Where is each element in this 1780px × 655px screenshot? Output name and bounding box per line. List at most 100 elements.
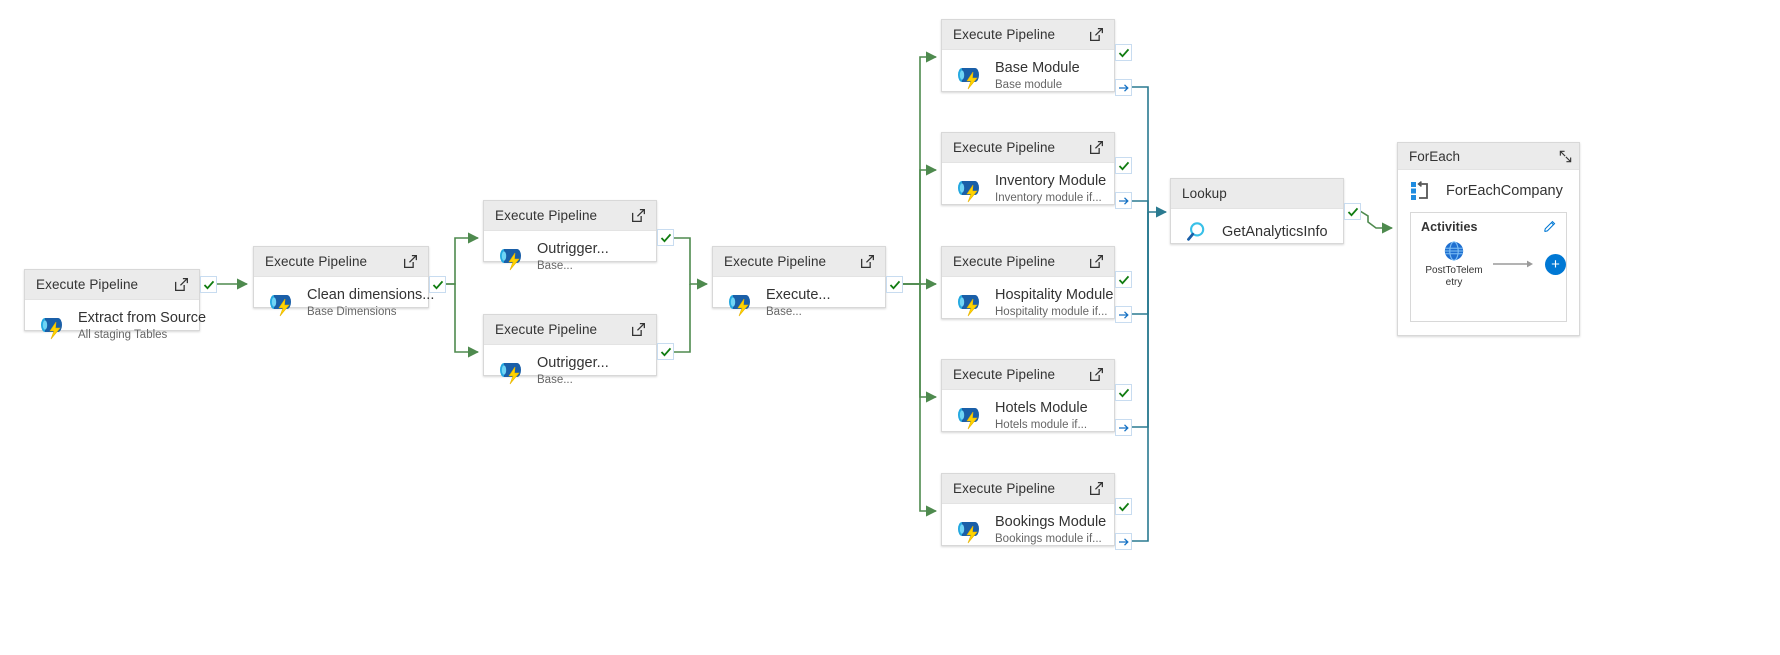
output-port-badge[interactable] bbox=[1115, 192, 1132, 209]
node-subtitle: Inventory module if... bbox=[995, 192, 1102, 204]
node-text: Base Module Base module bbox=[995, 60, 1080, 93]
node-name: Bookings Module bbox=[995, 514, 1107, 530]
status-badge-success[interactable] bbox=[200, 276, 217, 293]
open-in-new-icon[interactable] bbox=[630, 207, 647, 224]
status-badge-success[interactable] bbox=[657, 229, 674, 246]
node-header: Execute Pipeline bbox=[942, 247, 1114, 277]
activity-node-inventory-module[interactable]: Execute Pipeline Inventory Module Invent… bbox=[941, 132, 1115, 205]
execute-pipeline-icon bbox=[958, 294, 979, 316]
foreach-container[interactable]: ForEach ForEachCompany Activities bbox=[1397, 142, 1580, 336]
execute-pipeline-icon bbox=[958, 180, 979, 202]
foreach-name: ForEachCompany bbox=[1446, 183, 1563, 199]
node-header: Execute Pipeline bbox=[942, 20, 1114, 50]
status-badge-success[interactable] bbox=[1115, 384, 1132, 401]
open-in-new-icon[interactable] bbox=[1088, 480, 1105, 497]
node-body: Clean dimensions... Base Dimensions bbox=[254, 277, 435, 332]
node-subtitle: All staging Tables bbox=[78, 329, 168, 341]
execute-pipeline-icon bbox=[958, 67, 979, 89]
inner-activity-posttotelemetry[interactable]: PostToTelemetry bbox=[1425, 240, 1483, 288]
node-subtitle: Base... bbox=[537, 260, 573, 272]
node-name: GetAnalyticsInfo bbox=[1222, 223, 1328, 240]
execute-pipeline-icon bbox=[41, 317, 62, 339]
flow-arrow-icon bbox=[1493, 260, 1533, 268]
node-text: Bookings Module Bookings module if... bbox=[995, 514, 1107, 547]
status-badge-success[interactable] bbox=[1115, 271, 1132, 288]
open-in-new-icon[interactable] bbox=[173, 276, 190, 293]
node-header: Execute Pipeline bbox=[942, 474, 1114, 504]
node-name: Clean dimensions... bbox=[307, 287, 435, 303]
node-subtitle: Base Dimensions bbox=[307, 306, 397, 318]
output-port-badge[interactable] bbox=[1115, 533, 1132, 550]
activity-node-lookup-getanalyticsinfo[interactable]: Lookup GetAnalyticsInfo bbox=[1170, 178, 1344, 244]
node-header: Execute Pipeline bbox=[484, 201, 656, 231]
status-badge-success[interactable] bbox=[886, 276, 903, 293]
activity-node-outrigger-2[interactable]: Execute Pipeline Outrigger... Base... bbox=[483, 314, 657, 386]
foreach-loop-icon bbox=[1411, 180, 1428, 200]
node-text: Inventory Module Inventory module if... bbox=[995, 173, 1107, 206]
execute-pipeline-icon bbox=[958, 407, 979, 429]
node-body: Inventory Module Inventory module if... bbox=[942, 163, 1114, 218]
node-type-label: Lookup bbox=[1182, 186, 1227, 201]
globe-icon bbox=[1444, 241, 1464, 261]
node-name: Base Module bbox=[995, 60, 1080, 76]
node-subtitle: Hospitality module if... bbox=[995, 306, 1108, 318]
node-body: GetAnalyticsInfo bbox=[1171, 209, 1343, 258]
activity-node-hotels-module[interactable]: Execute Pipeline Hotels Module Hotels mo… bbox=[941, 359, 1115, 432]
execute-pipeline-icon bbox=[500, 248, 521, 270]
node-type-label: Execute Pipeline bbox=[36, 277, 139, 292]
status-badge-success[interactable] bbox=[1115, 498, 1132, 515]
status-badge-success[interactable] bbox=[429, 276, 446, 293]
activity-node-bookings-module[interactable]: Execute Pipeline Bookings Module Booking… bbox=[941, 473, 1115, 546]
node-body: Outrigger... Base... bbox=[484, 345, 656, 400]
output-port-badge[interactable] bbox=[1115, 306, 1132, 323]
status-badge-success[interactable] bbox=[1115, 44, 1132, 61]
output-port-badge[interactable] bbox=[1115, 419, 1132, 436]
node-type-label: Execute Pipeline bbox=[953, 254, 1056, 269]
activity-node-execute-base[interactable]: Execute Pipeline Execute... Base... bbox=[712, 246, 886, 318]
output-port-badge[interactable] bbox=[1115, 79, 1132, 96]
node-body: Execute... Base... bbox=[713, 277, 885, 332]
open-in-new-icon[interactable] bbox=[1088, 139, 1105, 156]
activity-node-hospitality-module[interactable]: Execute Pipeline Hospitality Module Hosp… bbox=[941, 246, 1115, 319]
status-badge-success[interactable] bbox=[1115, 157, 1132, 174]
node-type-label: Execute Pipeline bbox=[495, 322, 598, 337]
node-type-label: Execute Pipeline bbox=[953, 481, 1056, 496]
node-type-label: Execute Pipeline bbox=[953, 27, 1056, 42]
status-badge-success[interactable] bbox=[657, 343, 674, 360]
foreach-header: ForEach bbox=[1398, 143, 1579, 170]
node-subtitle: Base... bbox=[537, 374, 573, 386]
add-activity-button[interactable]: + bbox=[1545, 253, 1566, 275]
activity-node-clean-dimensions[interactable]: Execute Pipeline Clean dimensions... Bas… bbox=[253, 246, 434, 318]
node-text: GetAnalyticsInfo bbox=[1222, 224, 1328, 241]
execute-pipeline-icon bbox=[729, 294, 750, 316]
node-name: Extract from Source bbox=[78, 310, 207, 326]
collapse-icon[interactable] bbox=[1558, 149, 1573, 164]
node-type-label: Execute Pipeline bbox=[265, 254, 368, 269]
node-header: Execute Pipeline bbox=[254, 247, 428, 277]
pencil-icon[interactable] bbox=[1543, 220, 1557, 234]
node-subtitle: Hotels module if... bbox=[995, 419, 1088, 431]
open-in-new-icon[interactable] bbox=[630, 321, 647, 338]
node-name: Hospitality Module bbox=[995, 287, 1114, 303]
node-name: Inventory Module bbox=[995, 173, 1107, 189]
activity-node-base-module[interactable]: Execute Pipeline Base Module Base module bbox=[941, 19, 1115, 92]
open-in-new-icon[interactable] bbox=[1088, 26, 1105, 43]
open-in-new-icon[interactable] bbox=[402, 253, 419, 270]
open-in-new-icon[interactable] bbox=[1088, 366, 1105, 383]
node-name: Hotels Module bbox=[995, 400, 1088, 416]
activity-node-extract-from-source[interactable]: Execute Pipeline Extract from Source All… bbox=[24, 269, 207, 341]
node-text: Hotels Module Hotels module if... bbox=[995, 400, 1088, 433]
open-in-new-icon[interactable] bbox=[1088, 253, 1105, 270]
status-badge-success[interactable] bbox=[1344, 203, 1361, 220]
node-type-label: Execute Pipeline bbox=[953, 140, 1056, 155]
open-in-new-icon[interactable] bbox=[859, 253, 876, 270]
node-name: Execute... bbox=[766, 287, 831, 303]
node-type-label: Execute Pipeline bbox=[724, 254, 827, 269]
node-header: Execute Pipeline bbox=[942, 133, 1114, 163]
node-text: Clean dimensions... Base Dimensions bbox=[307, 287, 435, 320]
activity-node-outrigger-1[interactable]: Execute Pipeline Outrigger... Base... bbox=[483, 200, 657, 272]
foreach-activities-box[interactable]: Activities PostToTelemetry bbox=[1410, 212, 1567, 322]
activities-header: Activities bbox=[1411, 213, 1566, 234]
node-type-label: ForEach bbox=[1409, 148, 1461, 164]
